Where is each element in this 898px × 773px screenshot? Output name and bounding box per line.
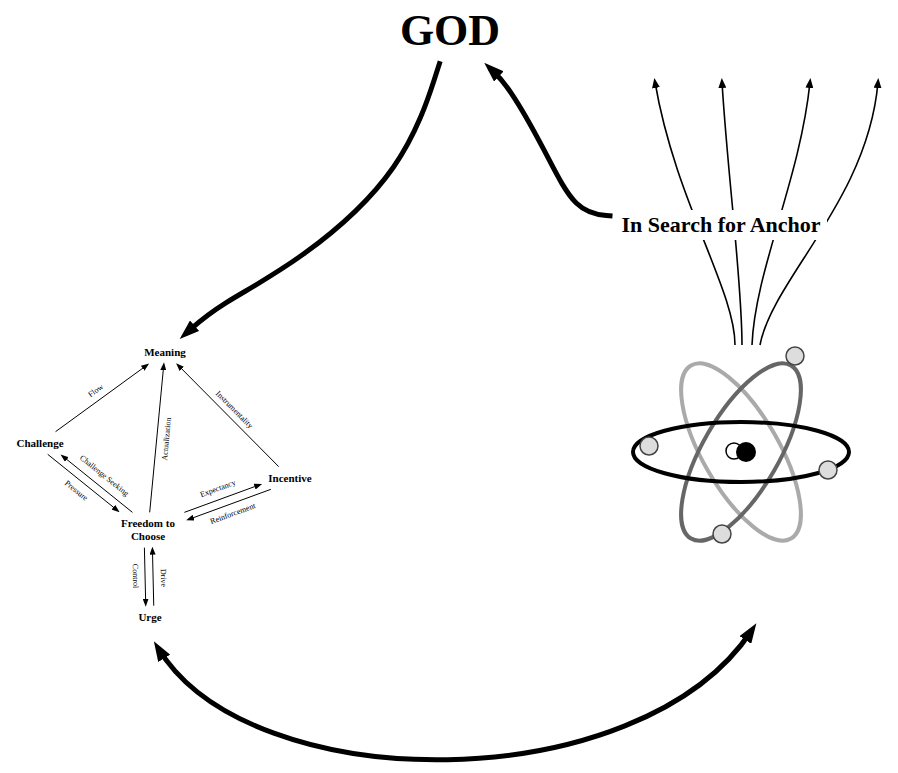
node-label: Challenge [16,437,63,450]
anchor-label: In Search for Anchor [615,210,826,239]
electron [713,525,731,543]
edge-label: Reinforcement [209,502,258,527]
orbit [658,346,824,557]
nucleus [736,442,756,462]
node-label: Meaning [144,346,186,359]
bold-arrow [490,68,612,216]
atom-symbol [633,346,849,557]
edge-label: Challenge Seeking [77,453,130,498]
bold-arrow [186,61,441,333]
relation-arrow [178,365,279,466]
node-label: Freedom to Choose [116,517,180,542]
orbit [633,422,849,482]
concept-node: Meaning [140,344,190,361]
node-label: In Search for Anchor [621,212,820,237]
edge-label: Expectancy [198,479,238,500]
edge-label: Drive [159,567,167,587]
orbit [658,346,824,557]
concept-node: Freedom to Choose [112,515,184,544]
cycle-arrow [158,630,752,760]
edge-label: Pressure [62,479,90,503]
node-label: GOD [400,6,500,57]
concept-node: Urge [134,609,165,626]
concept-node: Incentive [264,470,315,487]
electron [640,437,658,455]
node-label: Urge [138,611,161,624]
electron [819,461,837,479]
relation-arrow [144,548,145,604]
god-label: GOD [392,4,508,59]
edge-label: Flow [86,383,106,400]
concept-node: Challenge [12,435,67,452]
edge-label: Control [131,562,140,589]
relation-arrow [150,365,164,512]
edge-label: Instrumentality [214,389,256,431]
edge-label: Actualization [161,416,173,462]
relation-arrow [63,456,133,512]
node-label: Incentive [268,472,311,485]
relation-arrow [56,365,147,431]
electron [786,347,804,365]
relation-arrow [152,550,153,606]
